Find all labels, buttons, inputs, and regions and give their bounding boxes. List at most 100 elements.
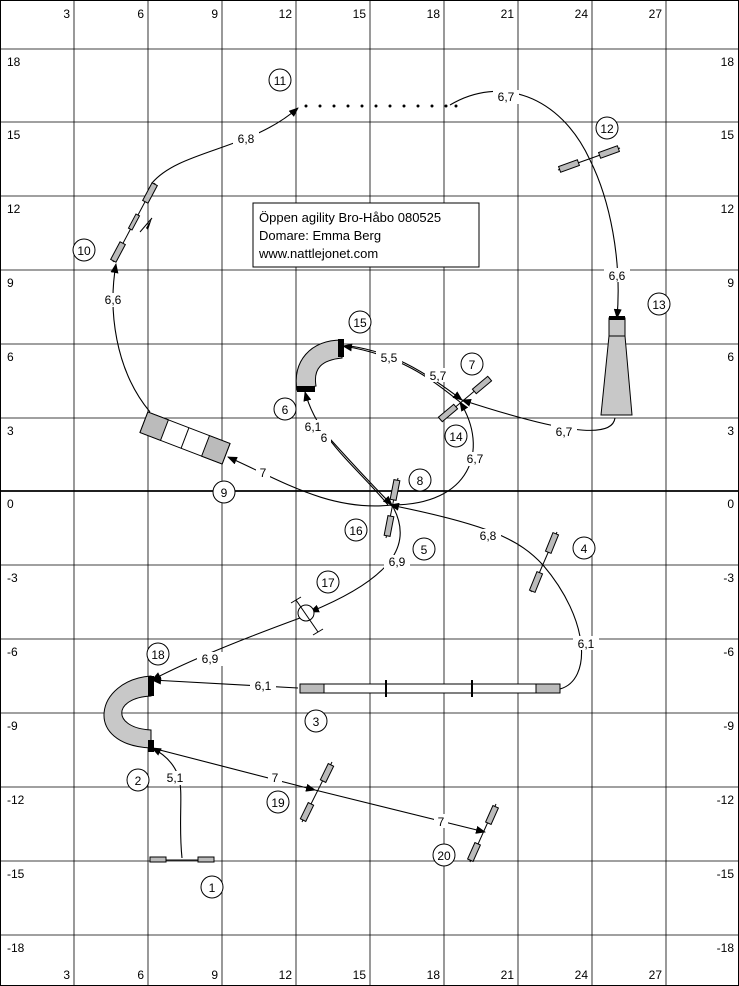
obstacle-8-jump	[383, 477, 401, 539]
obstacle-number-6: 6	[273, 397, 297, 421]
obstacle-number-9: 9	[212, 480, 236, 504]
distance-label: 5,7	[430, 369, 447, 383]
distance-label: 6,6	[609, 269, 626, 283]
y-tick-left: -9	[7, 719, 18, 733]
distance-label: 6,9	[389, 555, 406, 569]
path-2-19	[151, 747, 316, 792]
obstacle-number-18: 18	[146, 642, 170, 666]
y-tick-right: 0	[727, 497, 734, 511]
y-tick-left: -12	[7, 793, 25, 807]
obstacle-numbers: 1 2 3 4 5 6 7 8 9 10 11 12 13 14 15 16 1…	[72, 68, 671, 899]
obstacle-13-chute	[600, 316, 633, 416]
y-tick-left: 9	[7, 276, 14, 290]
x-tick-top: 24	[575, 7, 589, 21]
svg-text:20: 20	[437, 849, 451, 863]
distance-label: 7	[272, 771, 279, 785]
y-axis-right: 18 15 12 9 6 3 0 -3 -6 -9 -12 -15 -18	[717, 55, 735, 955]
obstacle-number-12: 12	[595, 116, 619, 140]
y-tick-right: 15	[721, 128, 735, 142]
distance-label: 7	[438, 815, 445, 829]
obstacle-19-jump	[299, 761, 335, 823]
y-tick-left: 12	[7, 202, 21, 216]
y-tick-right: 18	[721, 55, 735, 69]
obstacle-20-jump	[466, 803, 500, 863]
svg-text:8: 8	[417, 474, 424, 488]
svg-text:3: 3	[313, 715, 320, 729]
y-tick-right: -18	[717, 941, 735, 955]
svg-text:6: 6	[282, 403, 289, 417]
obstacle-3-dog-walk	[299, 680, 561, 697]
y-tick-right: 12	[721, 202, 735, 216]
obstacle-4-jump	[528, 531, 560, 594]
info-judge: Domare: Emma Berg	[259, 228, 381, 243]
tunnel-2-end	[148, 676, 154, 696]
svg-text:17: 17	[321, 576, 335, 590]
obstacle-number-5: 5	[412, 537, 436, 561]
x-tick-top: 3	[63, 7, 70, 21]
obstacle-number-14: 14	[444, 424, 468, 448]
path-7-15	[342, 343, 461, 403]
distance-label: 6,8	[238, 132, 255, 146]
y-axis-left: 18 15 12 9 6 3 0 -3 -6 -9 -12 -15 -18	[7, 55, 25, 955]
distance-label: 5,1	[167, 771, 184, 785]
y-tick-left: 18	[7, 55, 21, 69]
path-5-6	[303, 391, 389, 506]
obstacle-12-jump	[557, 145, 621, 173]
path-19-20	[314, 789, 486, 834]
svg-text:4: 4	[581, 542, 588, 556]
tunnel-2-end	[148, 740, 154, 752]
obstacle-number-15: 15	[348, 310, 372, 334]
x-tick-top: 21	[501, 7, 515, 21]
path-16-9	[227, 456, 393, 507]
distance-labels: 5,1 6,1 6,1 6,8 6,9 6,1 6 5,7 6,7 7 6,6 …	[100, 90, 630, 829]
obstacle-9-a-frame	[139, 411, 231, 465]
y-tick-left: -6	[7, 645, 18, 659]
info-box-frame	[252, 202, 480, 268]
svg-text:2: 2	[135, 774, 142, 788]
y-tick-left: 6	[7, 350, 14, 364]
path-10-11	[151, 107, 299, 184]
obstacle-number-13: 13	[647, 292, 671, 316]
info-box: Öppen agility Bro-Håbo 080525 Domare: Em…	[252, 202, 480, 268]
y-tick-right: 6	[727, 350, 734, 364]
path-17-18	[151, 617, 301, 681]
obstacle-number-3: 3	[304, 709, 328, 733]
info-website: www.nattlejonet.com	[258, 246, 378, 261]
x-tick-bottom: 12	[279, 968, 293, 982]
obstacle-number-17: 17	[316, 570, 340, 594]
distance-label: 6,6	[105, 293, 122, 307]
svg-text:5: 5	[421, 543, 428, 557]
obstacle-1-jump	[149, 856, 215, 863]
x-tick-top: 6	[137, 7, 144, 21]
svg-text:12: 12	[600, 122, 614, 136]
svg-text:11: 11	[274, 74, 287, 88]
y-tick-right: -6	[723, 645, 734, 659]
distance-label: 5,5	[381, 351, 398, 365]
svg-text:7: 7	[469, 358, 476, 372]
distance-label: 7	[260, 466, 267, 480]
distance-label: 6	[321, 431, 328, 445]
info-title: Öppen agility Bro-Håbo 080525	[259, 210, 441, 225]
x-tick-top: 15	[353, 7, 367, 21]
obstacle-10-jump	[109, 182, 159, 263]
obstacle-number-19: 19	[266, 790, 290, 814]
x-tick-bottom: 18	[427, 968, 441, 982]
distance-label: 6,8	[480, 529, 497, 543]
svg-text:18: 18	[151, 648, 165, 662]
obstacle-number-2: 2	[126, 768, 150, 792]
obstacle-number-1: 1	[200, 875, 224, 899]
distance-label: 6,1	[255, 679, 272, 693]
y-tick-right: -3	[723, 571, 734, 585]
y-tick-left: -18	[7, 941, 25, 955]
y-tick-left: -3	[7, 571, 18, 585]
path-15-14	[349, 345, 463, 401]
y-tick-right: -9	[723, 719, 734, 733]
path-8-7	[391, 401, 474, 506]
y-tick-left: 3	[7, 424, 14, 438]
y-tick-right: -12	[717, 793, 735, 807]
obstacle-17-tire	[290, 596, 324, 636]
obstacle-number-11: 11	[268, 68, 292, 92]
distance-label: 6,1	[305, 420, 322, 434]
svg-text:19: 19	[271, 796, 285, 810]
